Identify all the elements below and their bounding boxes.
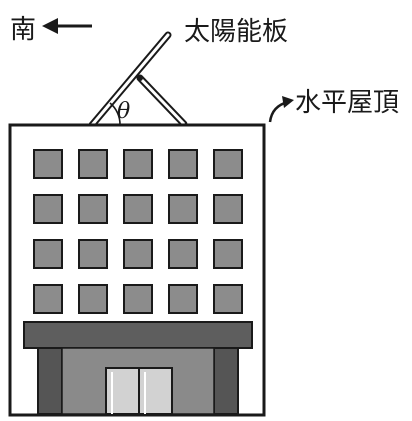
- window: [168, 194, 198, 224]
- window: [213, 149, 243, 179]
- building-windows: [33, 149, 243, 314]
- window: [213, 239, 243, 269]
- right-pillar: [213, 347, 239, 415]
- window: [213, 284, 243, 314]
- window: [78, 194, 108, 224]
- horizontal-roof-label: 水平屋頂: [295, 88, 399, 118]
- window: [123, 239, 153, 269]
- window: [123, 149, 153, 179]
- window: [78, 239, 108, 269]
- window: [33, 149, 63, 179]
- solar-panel: [88, 31, 188, 129]
- window: [78, 149, 108, 179]
- angle-label: θ: [117, 99, 130, 124]
- window: [123, 284, 153, 314]
- window: [33, 239, 63, 269]
- south-label: 南: [10, 15, 36, 45]
- solar-panel-label: 太陽能板: [184, 17, 288, 47]
- window: [78, 284, 108, 314]
- left-arrow-icon: [42, 18, 92, 34]
- window: [33, 194, 63, 224]
- window: [168, 284, 198, 314]
- window: [123, 194, 153, 224]
- entrance-canopy: [23, 321, 253, 349]
- curved-arrow-icon: [268, 96, 294, 123]
- window: [33, 284, 63, 314]
- window: [168, 239, 198, 269]
- window: [168, 149, 198, 179]
- entrance-door: [105, 367, 173, 415]
- window: [213, 194, 243, 224]
- left-pillar: [37, 347, 63, 415]
